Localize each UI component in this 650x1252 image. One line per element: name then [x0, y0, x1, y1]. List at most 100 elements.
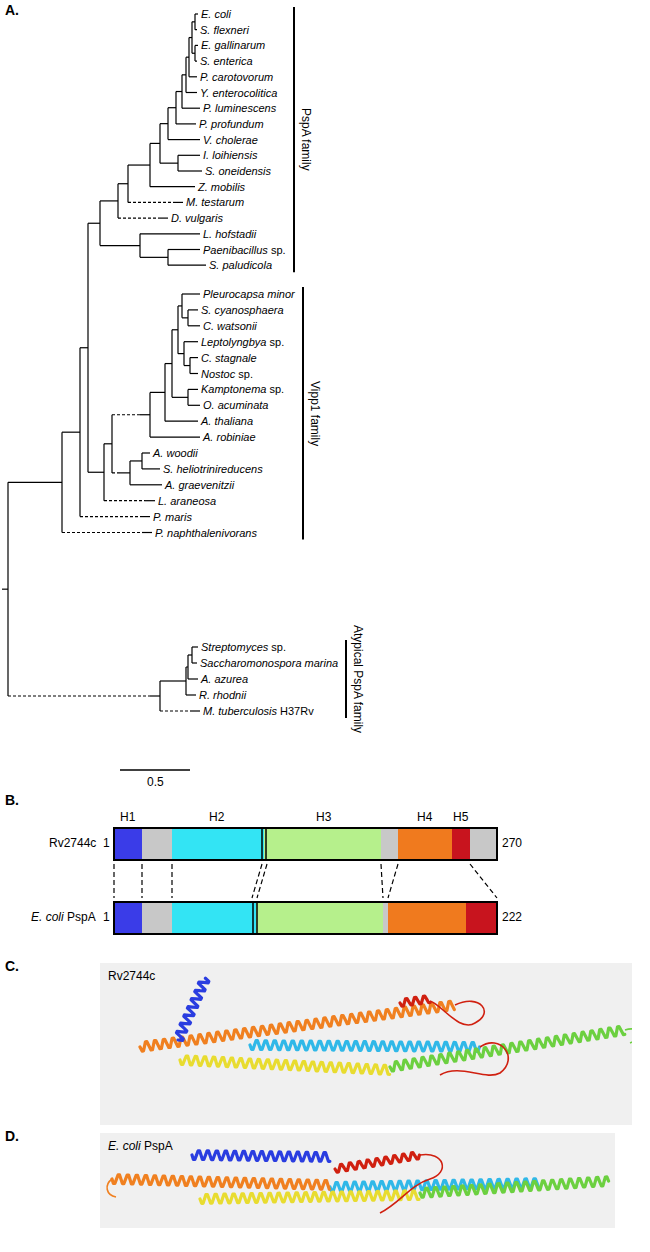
tree-branch — [168, 265, 206, 266]
scale-bar — [120, 769, 190, 771]
taxon-name: Z. mobilis — [198, 180, 245, 194]
alignment-line — [388, 864, 398, 898]
helix-label: H1 — [120, 810, 135, 825]
panel-letter: C. — [5, 958, 19, 975]
taxon-name: M. tuberculosis H37Rv — [203, 704, 314, 718]
tree-branch — [191, 22, 192, 53]
tree-branch — [171, 330, 172, 398]
tree-branch — [80, 347, 88, 348]
segment-divider — [252, 902, 254, 934]
tree-branch — [181, 294, 182, 318]
protein-name: Rv2744c — [49, 836, 96, 851]
tree-branch — [7, 482, 8, 696]
tree-branch — [168, 249, 200, 250]
tree-branch — [140, 516, 150, 517]
taxon-name: I. loihiensis — [203, 148, 257, 162]
tree-branch — [168, 139, 200, 140]
helix-ribbon — [250, 1041, 480, 1052]
alignment-line — [257, 864, 267, 898]
tree-branch — [79, 348, 80, 517]
tree-branch — [62, 432, 80, 433]
tree-branch — [178, 170, 202, 171]
helix-segment — [172, 828, 264, 860]
tree-branch — [186, 694, 196, 695]
tree-branch — [190, 710, 200, 711]
tree-branch — [176, 91, 182, 92]
tree-branch — [128, 164, 150, 165]
tree-branch — [150, 143, 160, 144]
taxon-name: S. flexneri — [200, 23, 249, 37]
tree-branch — [142, 532, 152, 533]
helix-segment — [264, 828, 381, 860]
taxon-name: C. watsonii — [203, 319, 257, 333]
helix-ribbon — [400, 996, 430, 1006]
tree-branch — [185, 57, 186, 92]
taxon-name: E. gallinarum — [201, 38, 265, 52]
taxon-name: C. stagnale — [201, 351, 257, 365]
taxon-name: S. cyanosphaera — [201, 303, 284, 317]
helix-label: H2 — [209, 810, 224, 825]
tree-branch — [99, 201, 100, 246]
tree-branch — [140, 414, 150, 415]
tree-branch — [178, 155, 200, 156]
taxon-name: Kamptonema sp. — [201, 382, 284, 396]
helix-ribbon — [420, 1177, 609, 1197]
linker-segment — [470, 828, 497, 860]
alignment-line — [171, 864, 172, 898]
tree-branch — [150, 186, 195, 187]
clade-label: PspA family — [298, 108, 313, 171]
tree-branch — [128, 202, 173, 203]
tree-branch — [164, 364, 165, 422]
tree-branch — [104, 443, 112, 444]
taxon-name: P. profundum — [199, 117, 264, 131]
helix-segment — [256, 902, 383, 934]
tree-branch — [87, 223, 88, 472]
tree-branch — [178, 353, 184, 354]
tree-branch — [192, 646, 198, 647]
ribbon-structure — [100, 963, 632, 1125]
loop-coil — [430, 1001, 484, 1025]
taxon-name: P. maris — [153, 510, 192, 524]
alignment-lines — [114, 864, 497, 898]
taxon-name: R. rhodnii — [199, 688, 246, 702]
tree-branch — [195, 60, 197, 61]
tree-branch — [190, 373, 198, 374]
tree-branch — [8, 695, 150, 696]
scale-label: 0.5 — [147, 775, 164, 790]
tree-branch — [117, 184, 118, 218]
structure-panel: E. coli PspA — [100, 1133, 615, 1228]
helix-ribbon — [180, 1056, 390, 1074]
tree-branch — [167, 250, 168, 266]
tree-branch — [181, 75, 182, 108]
taxon-name: A. woodii — [153, 446, 198, 460]
taxon-name: O. acuminata — [203, 398, 268, 412]
tree-branch — [188, 38, 189, 77]
tree-branch — [142, 452, 150, 453]
helix-segment — [172, 902, 256, 934]
panel-letter: A. — [5, 2, 19, 19]
taxon-name: A. thaliana — [201, 414, 253, 428]
tree-branch — [167, 108, 168, 140]
tree-branch — [150, 695, 160, 696]
taxon-name: Pleurocapsa minor — [203, 287, 295, 301]
segment-divider — [256, 902, 258, 934]
helix-segment — [114, 828, 142, 860]
tree-branch — [159, 124, 160, 163]
tree-branch — [182, 317, 188, 318]
clade-bracket — [345, 640, 347, 718]
tree-branch — [149, 392, 150, 437]
tree-branch — [195, 13, 198, 14]
domain-bar — [114, 828, 497, 860]
tree-branch — [172, 329, 178, 330]
helix-segment — [388, 902, 466, 934]
tree-branch — [187, 389, 188, 405]
taxon-name: Paenibacillus sp. — [203, 243, 286, 257]
linker-segment — [381, 828, 398, 860]
taxon-name: S. oneidensis — [205, 164, 271, 178]
tree-branch — [186, 92, 197, 93]
tree-branch — [118, 183, 128, 184]
tree-branch — [145, 500, 155, 501]
taxon-name: M. testarum — [186, 195, 244, 209]
tree-branch — [140, 233, 200, 234]
ribbon-structure — [100, 1133, 615, 1228]
